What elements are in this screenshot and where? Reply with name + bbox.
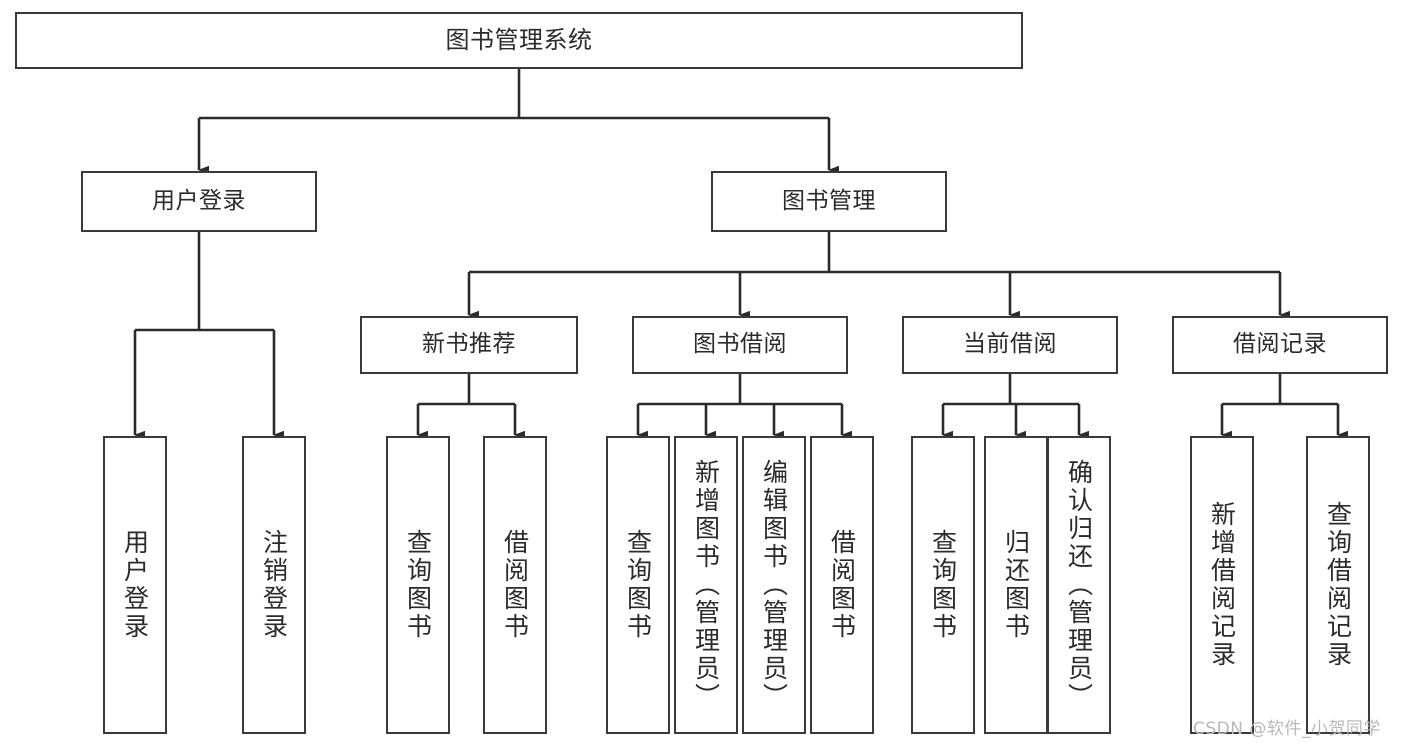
node-label: 注销登录 bbox=[259, 529, 289, 641]
node-book-borrow[interactable]: 图书借阅 bbox=[632, 316, 848, 374]
node-label: 新书推荐 bbox=[422, 331, 516, 358]
node-leaf-query-book-1[interactable]: 查询图书 bbox=[386, 436, 450, 734]
node-label: 查询图书 bbox=[623, 529, 653, 641]
node-new-book-recommend[interactable]: 新书推荐 bbox=[360, 316, 578, 374]
node-leaf-query-book-3[interactable]: 查询图书 bbox=[911, 436, 975, 734]
node-label: 查询图书 bbox=[928, 529, 958, 641]
node-label: 查询图书 bbox=[403, 529, 433, 641]
node-leaf-add-borrow-record[interactable]: 新增借阅记录 bbox=[1190, 436, 1254, 734]
node-leaf-borrow-book-2[interactable]: 借阅图书 bbox=[810, 436, 874, 734]
node-label: 新增借阅记录 bbox=[1207, 501, 1237, 669]
node-leaf-query-book-2[interactable]: 查询图书 bbox=[606, 436, 670, 734]
node-leaf-borrow-book-1[interactable]: 借阅图书 bbox=[483, 436, 547, 734]
node-label: 借阅记录 bbox=[1233, 331, 1327, 358]
node-leaf-return-book[interactable]: 归还图书 bbox=[984, 436, 1048, 734]
node-leaf-user-login[interactable]: 用户登录 bbox=[103, 436, 167, 734]
node-label: 图书管理 bbox=[782, 187, 876, 214]
node-leaf-edit-book[interactable]: 编辑图书（管理员） bbox=[742, 436, 806, 734]
node-leaf-query-borrow-record[interactable]: 查询借阅记录 bbox=[1306, 436, 1370, 734]
node-label: 新增图书（管理员） bbox=[691, 459, 721, 711]
node-label: 借阅图书 bbox=[500, 529, 530, 641]
node-label: 用户登录 bbox=[120, 529, 150, 641]
node-label: 归还图书 bbox=[1001, 529, 1031, 641]
node-borrow-record[interactable]: 借阅记录 bbox=[1172, 316, 1388, 374]
node-leaf-user-logout[interactable]: 注销登录 bbox=[242, 436, 306, 734]
node-current-borrow[interactable]: 当前借阅 bbox=[902, 316, 1118, 374]
node-leaf-add-book[interactable]: 新增图书（管理员） bbox=[674, 436, 738, 734]
node-user-login[interactable]: 用户登录 bbox=[81, 171, 317, 232]
node-leaf-confirm-return[interactable]: 确认归还（管理员） bbox=[1047, 436, 1111, 734]
node-root[interactable]: 图书管理系统 bbox=[15, 12, 1023, 69]
node-book-manage[interactable]: 图书管理 bbox=[711, 171, 947, 232]
node-label: 确认归还（管理员） bbox=[1064, 459, 1094, 711]
node-label: 编辑图书（管理员） bbox=[759, 459, 789, 711]
node-label: 当前借阅 bbox=[963, 331, 1057, 358]
node-label: 查询借阅记录 bbox=[1323, 501, 1353, 669]
node-label: 借阅图书 bbox=[827, 529, 857, 641]
node-label: 图书借阅 bbox=[693, 331, 787, 358]
node-label: 用户登录 bbox=[152, 187, 246, 214]
node-label: 图书管理系统 bbox=[445, 26, 593, 55]
